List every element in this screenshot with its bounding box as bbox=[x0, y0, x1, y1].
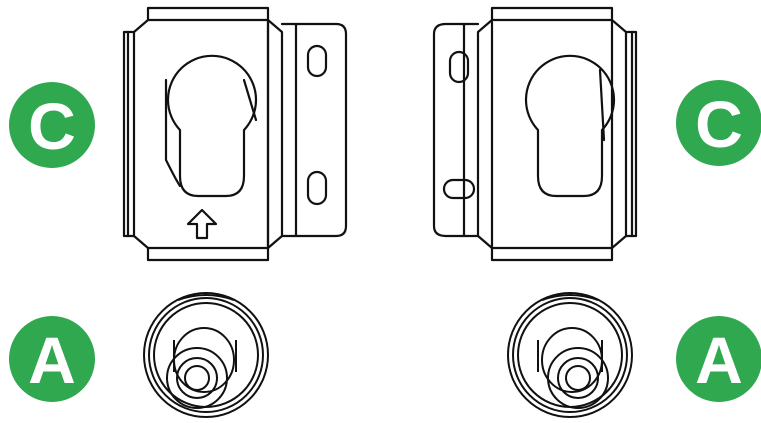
label-badge-a-right: A bbox=[676, 316, 761, 402]
label-c-right-text: C bbox=[695, 87, 743, 161]
label-badge-a-left: A bbox=[9, 316, 95, 402]
label-c-left-text: C bbox=[28, 89, 76, 163]
up-arrow-icon bbox=[186, 208, 218, 240]
label-badge-c-right: C bbox=[676, 80, 761, 166]
label-a-right-text: A bbox=[695, 323, 743, 397]
label-a-left-text: A bbox=[28, 323, 76, 397]
label-badge-c-left: C bbox=[9, 82, 95, 168]
